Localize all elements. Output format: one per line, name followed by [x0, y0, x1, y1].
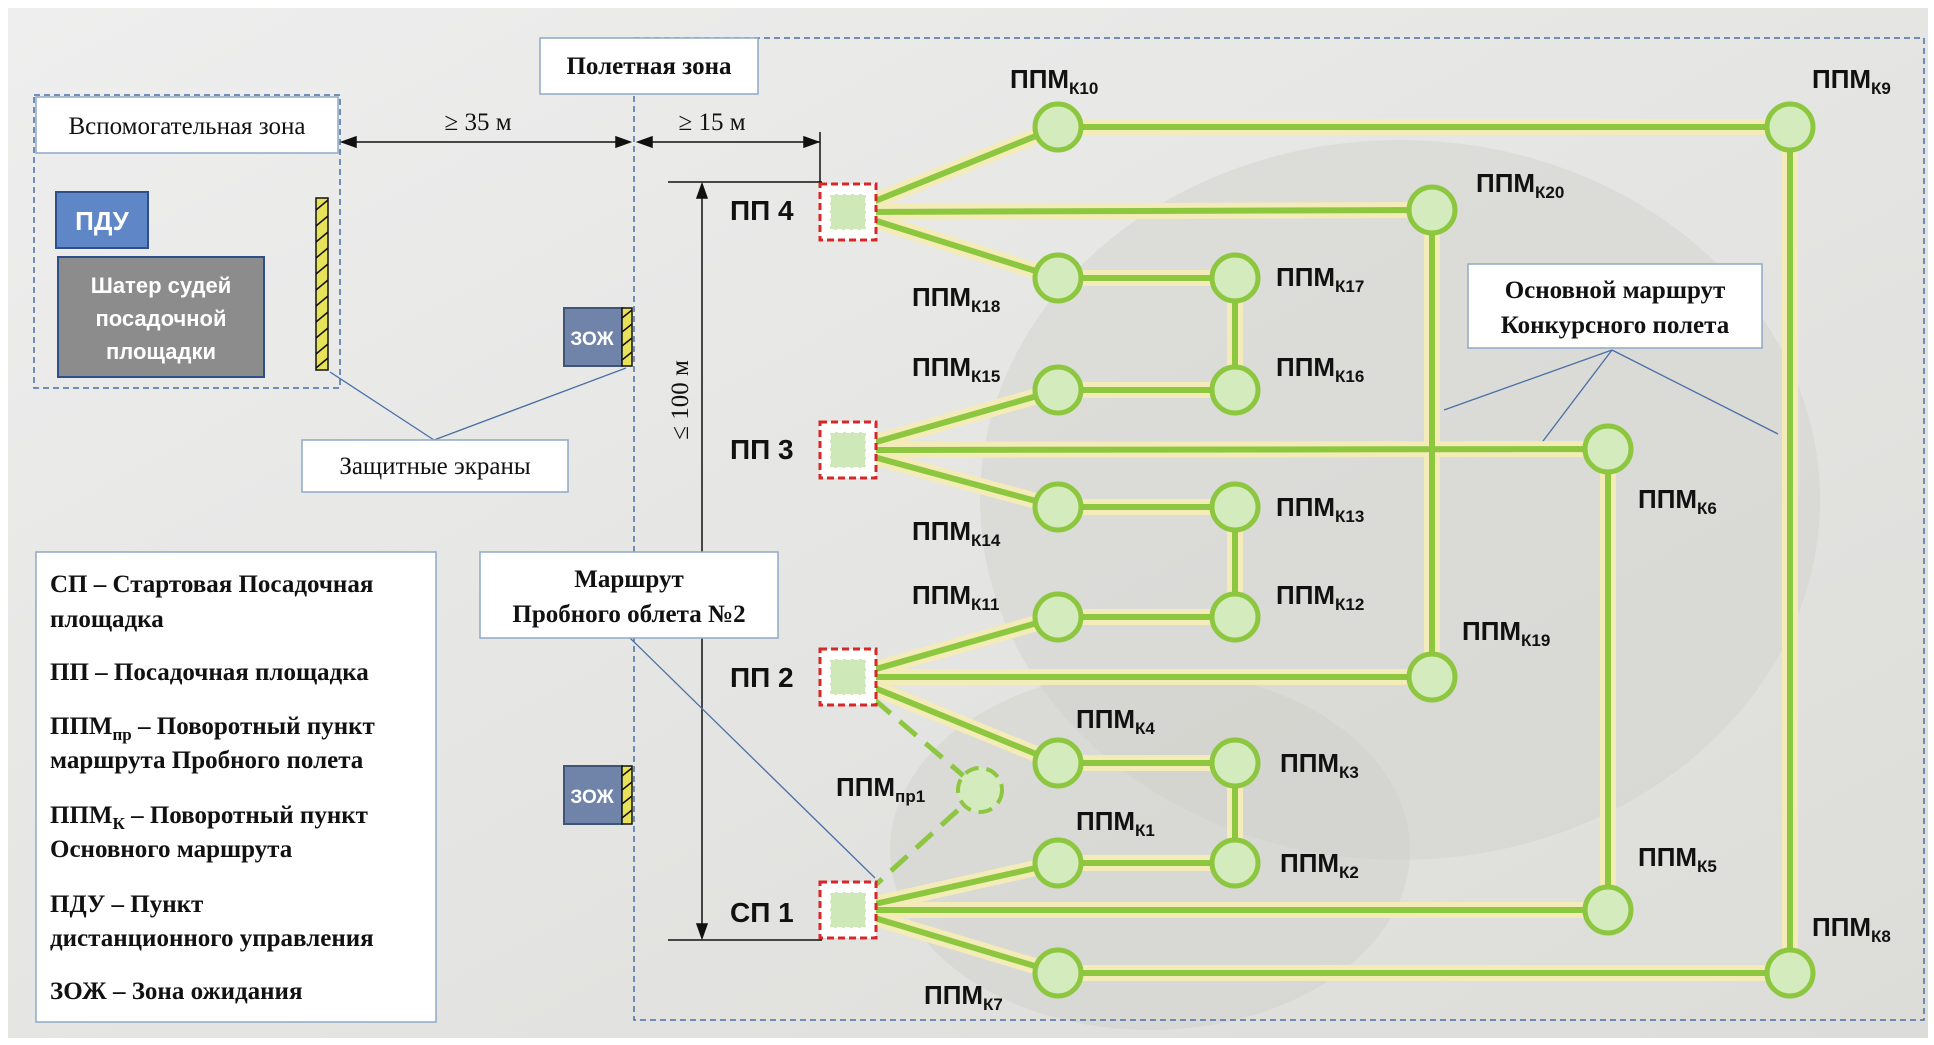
ppm-k9-label: ППМК9 [1812, 64, 1891, 98]
ppm-k10-label: ППМК10 [1010, 64, 1098, 98]
pad-pp4 [818, 182, 878, 242]
dimension-15m-label: ≥ 15 м [678, 109, 745, 136]
pad-sp1 [818, 880, 878, 940]
legend-pp-line1: ПП – Посадочная площадка [50, 659, 369, 686]
pad-pp3-label: ПП 3 [730, 434, 794, 465]
ppm-k13-label: ППМК13 [1276, 492, 1364, 526]
svg-text:Шатер судей: Шатер судей [91, 273, 232, 298]
ppm-k4-label: ППМК4 [1076, 704, 1155, 738]
main-route-network [840, 119, 1798, 981]
flight-zone-title: Полетная зона [539, 37, 759, 95]
svg-text:Полетная зона: Полетная зона [566, 53, 732, 80]
svg-text:Маршрут: Маршрут [574, 566, 683, 593]
svg-text:ЗОЖ: ЗОЖ [570, 787, 614, 808]
ppm-k17-node [1209, 252, 1261, 304]
ppm-k15-label: ППМК15 [912, 352, 1000, 386]
svg-text:ПДУ: ПДУ [75, 206, 130, 236]
svg-text:Защитные экраны: Защитные экраны [339, 453, 531, 480]
judges-tent: Шатер судей посадочной площадки [57, 256, 265, 378]
legend-sp-line2: площадка [50, 606, 164, 633]
pad-pp2-label: ПП 2 [730, 662, 794, 693]
terrain-shade [890, 670, 1410, 1030]
pad-pp4-label: ПП 4 [730, 195, 794, 226]
ppm-k6-label: ППМК6 [1638, 484, 1717, 518]
legend: СП – Стартовая Посадочная площадка ПП – … [35, 551, 437, 1023]
pad-pp2 [818, 647, 878, 707]
ppm-k10-node [1032, 101, 1084, 153]
dimension-35m [339, 135, 633, 149]
ppm-k9-node [1764, 101, 1816, 153]
ppm-k14-node [1032, 481, 1084, 533]
svg-text:Пробного облета №2: Пробного облета №2 [512, 601, 745, 628]
dimension-15m [635, 132, 821, 182]
callout-leaders [329, 349, 1779, 879]
ppm-k8-node [1764, 947, 1816, 999]
ppm-k13-node [1209, 481, 1261, 533]
ppm-k5-node [1582, 884, 1634, 936]
ppm-k11-node [1032, 591, 1084, 643]
ppm-k20-label: ППМК20 [1476, 168, 1564, 202]
pdu-box: ПДУ [55, 191, 149, 249]
main-route-callout: Основной маршрут Конкурсного полета [1467, 263, 1763, 349]
ppm-k18-node [1032, 252, 1084, 304]
ppm-k6-node [1582, 423, 1634, 475]
protective-screen [315, 197, 329, 371]
svg-text:Вспомогательная зона: Вспомогательная зона [68, 113, 305, 140]
ppm-k19-label: ППМК19 [1462, 616, 1550, 650]
ppm-k19-node [1406, 651, 1458, 703]
legend-ppmk-line1: ППМК – Поворотный пункт [50, 802, 368, 833]
legend-ppmk-line2: Основного маршрута [50, 836, 293, 863]
svg-text:посадочной: посадочной [95, 306, 226, 331]
route-nodes [1032, 101, 1816, 999]
svg-text:Конкурсного полета: Конкурсного полета [1501, 312, 1730, 339]
legend-ppmpr-line2: маршрута Пробного полета [50, 747, 364, 774]
ppm-k15-node [1032, 364, 1084, 416]
ppm-k3-node [1209, 737, 1261, 789]
legend-ppmpr-line1: ППМпр – Поворотный пункт [50, 713, 375, 744]
ppm-k7-node [1032, 947, 1084, 999]
svg-text:площадки: площадки [106, 339, 216, 364]
ppm-k16-node [1209, 364, 1261, 416]
waiting-zone-lower: ЗОЖ [563, 765, 633, 825]
ppm-k12-node [1209, 591, 1261, 643]
ppm-k4-node [1032, 737, 1084, 789]
pad-pp3 [818, 420, 878, 480]
ppm-k14-label: ППМК14 [912, 516, 1001, 550]
flight-zone-border [633, 37, 1925, 1021]
ppm-k12-label: ППМК12 [1276, 580, 1364, 614]
ppm-k7-label: ППМК7 [924, 980, 1003, 1014]
ppm-k16-label: ППМК16 [1276, 352, 1364, 386]
waiting-zone-upper: ЗОЖ [563, 307, 633, 367]
ppm-pr1-node [956, 766, 1004, 814]
dimension-100m-label: ≤ 100 м [667, 360, 694, 440]
legend-zoj-line1: ЗОЖ – Зона ожидания [50, 978, 302, 1005]
aux-zone-border [33, 94, 341, 389]
aux-zone-title: Вспомогательная зона [35, 96, 339, 154]
ppm-k1-node [1032, 837, 1084, 889]
legend-sp-line1: СП – Стартовая Посадочная [50, 571, 373, 598]
ppm-k8-label: ППМК8 [1812, 912, 1891, 946]
ppm-pr1-label: ППМпр1 [836, 772, 925, 806]
ppm-k20-node [1406, 184, 1458, 236]
ppm-k3-label: ППМК3 [1280, 748, 1359, 782]
svg-text:ЗОЖ: ЗОЖ [570, 329, 614, 350]
screens-callout: Защитные экраны [301, 439, 569, 493]
pad-sp1-label: СП 1 [730, 897, 794, 928]
ppm-k18-label: ППМК18 [912, 282, 1000, 316]
legend-pdu-line2: дистанционного управления [50, 925, 374, 952]
svg-text:Основной маршрут: Основной маршрут [1505, 277, 1726, 304]
ppm-k17-label: ППМК17 [1276, 262, 1364, 296]
legend-pdu-line1: ПДУ – Пункт [50, 891, 203, 918]
ppm-k1-label: ППМК1 [1076, 806, 1155, 840]
trial-route-callout: Маршрут Пробного облета №2 [479, 551, 779, 639]
ppm-k2-node [1209, 837, 1261, 889]
ppm-k11-label: ППМК11 [912, 580, 999, 614]
dimension-35m-label: ≥ 35 м [444, 109, 511, 136]
ppm-k2-label: ППМК2 [1280, 848, 1359, 882]
ppm-k5-label: ППМК5 [1638, 842, 1717, 876]
